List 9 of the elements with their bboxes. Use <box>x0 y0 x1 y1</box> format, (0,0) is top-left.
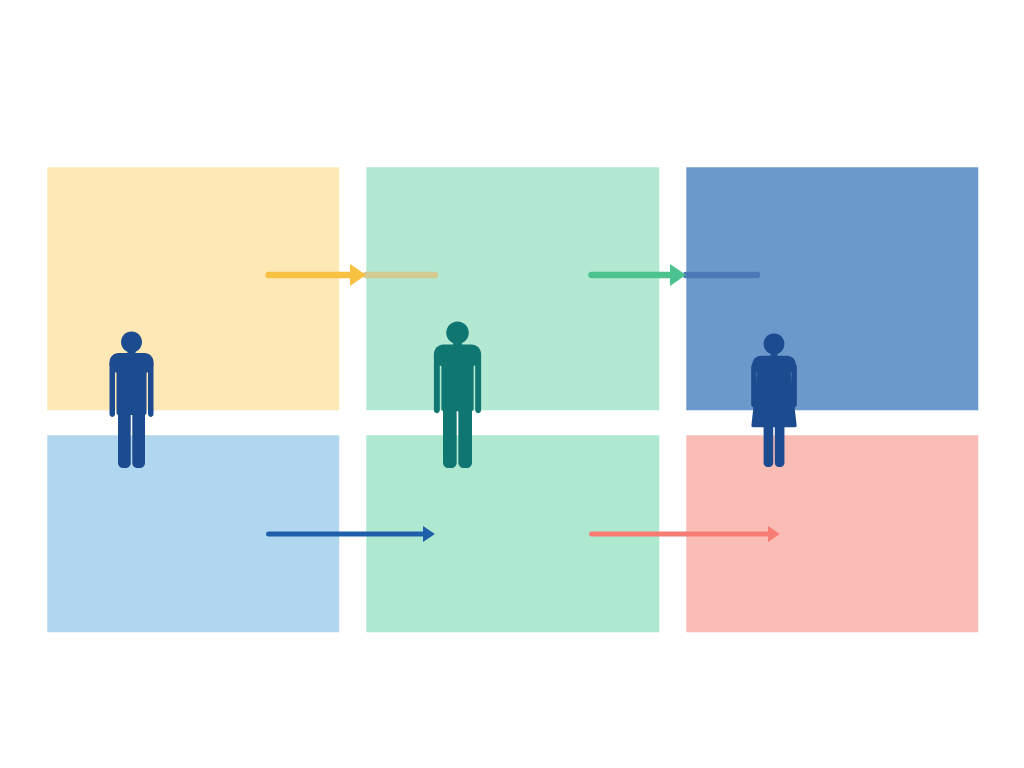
box <box>366 435 660 633</box>
box <box>47 435 340 633</box>
box <box>686 435 979 633</box>
person-figure <box>751 333 797 467</box>
person-figure <box>109 331 154 468</box>
box <box>686 167 979 411</box>
box <box>47 167 340 411</box>
box <box>366 167 660 411</box>
person-figure <box>433 321 482 468</box>
